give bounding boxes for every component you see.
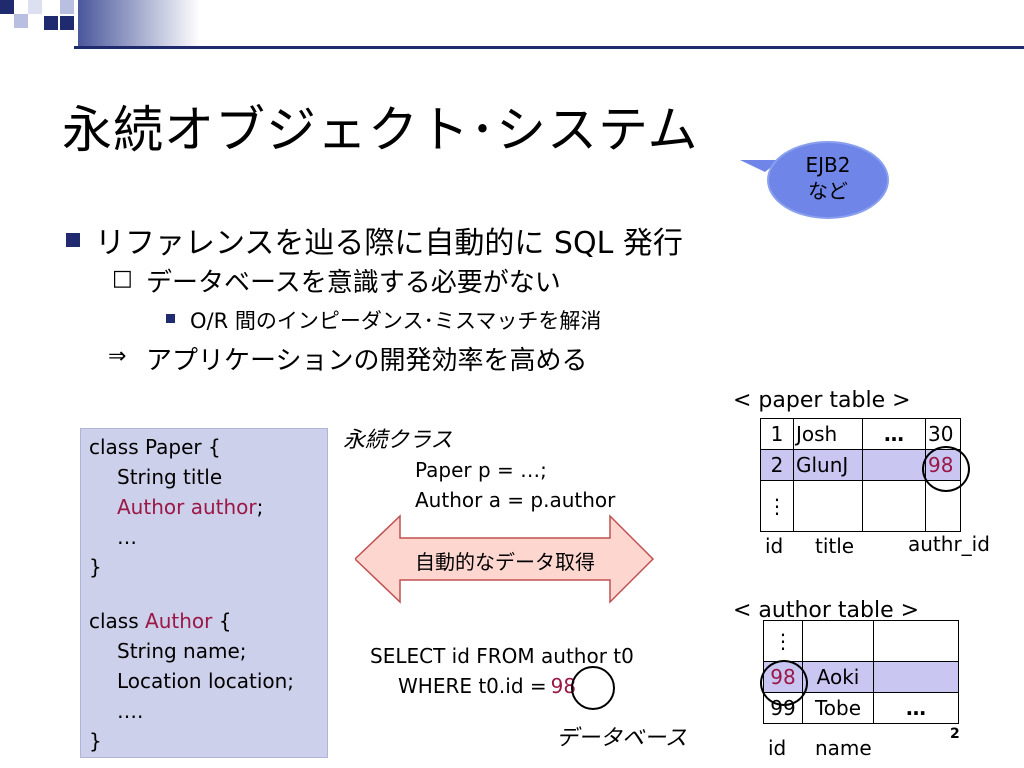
author-id-circle (760, 660, 808, 706)
paper-col-title: title (815, 534, 855, 558)
snippet-line2: Author a = p.author (415, 488, 616, 512)
sql-where: WHERE t0.id = (398, 674, 547, 698)
table-cell: 2 (760, 449, 794, 481)
double-arrow-shape (355, 514, 655, 604)
table-cell: GlunJ (793, 449, 863, 481)
corner-decoration (0, 0, 200, 50)
paper-table: 1 Josh … 30 2 GlunJ 98 ⋮ (760, 418, 961, 532)
table-cell: ⋮ (763, 620, 803, 662)
code-block: class Paper { String title Author author… (80, 428, 328, 758)
table-cell: Josh (793, 418, 863, 450)
code-line: … (117, 525, 137, 549)
table-cell (862, 449, 926, 481)
paper-col-author: authr_id (908, 532, 990, 556)
implies-arrow-icon: ⇒ (108, 344, 127, 369)
arrow-label: 自動的なデータ取得 (415, 550, 595, 574)
code-line: String name; (117, 639, 247, 663)
code-semicolon: ; (256, 495, 264, 519)
page-number: 2 (950, 726, 960, 742)
table-cell: Aoki (802, 661, 874, 693)
table-cell: … (862, 418, 926, 450)
sql-line1: SELECT id FROM author t0 (370, 644, 634, 668)
bullet-square-icon (66, 233, 80, 247)
bullet-level1: リファレンスを辿る際に自動的に SQL 発行 (95, 226, 683, 261)
table-cell (873, 661, 959, 693)
table-cell (793, 480, 863, 532)
sql-line2: WHERE t0.id =98 (398, 674, 576, 698)
table-cell: … (873, 692, 959, 724)
code-highlight: Author (145, 609, 213, 633)
database-label: データベース (556, 726, 687, 751)
author-col-name: name (815, 736, 872, 760)
title-underline (74, 46, 1024, 49)
code-line: class Paper { (89, 435, 221, 459)
code-line: class Author { (89, 609, 231, 633)
table-cell (873, 620, 959, 662)
table-row: ⋮ (760, 480, 961, 532)
snippet-line1: Paper p = …; (415, 458, 547, 482)
table-cell (862, 480, 926, 532)
sql-value-circle (571, 666, 615, 710)
callout-bubble (740, 141, 889, 219)
code-keyword: class (89, 609, 146, 633)
callout-line2: など (808, 179, 848, 203)
code-line: Author author; (117, 495, 263, 519)
table-row: 1 Josh … 30 (760, 418, 961, 450)
code-line: Location location; (117, 669, 295, 693)
persistent-class-label: 永続クラス (343, 428, 453, 453)
author-table-caption: < author table > (733, 598, 920, 623)
table-cell: Tobe (802, 692, 874, 724)
bullet-level2-b: アプリケーションの開発効率を高める (146, 346, 588, 376)
paper-author-circle (922, 446, 970, 492)
paper-col-id: id (765, 534, 784, 558)
callout-line1: EJB2 (805, 153, 851, 177)
callout-text: EJB2 など (790, 152, 866, 204)
code-line: …. (117, 699, 144, 723)
hollow-square-icon: □ (112, 266, 133, 291)
small-square-icon (166, 314, 175, 323)
code-line: } (89, 555, 102, 579)
table-row: ⋮ (763, 620, 959, 662)
bullet-level3: O/R 間のインピーダンス･ミスマッチを解消 (190, 309, 602, 333)
code-highlight: Author author (117, 495, 257, 519)
page-title: 永続オブジェクト･システム (62, 101, 699, 159)
code-line: String title (117, 465, 223, 489)
bullet-level2-a: データベースを意識する必要がない (146, 268, 561, 298)
table-cell: 30 (925, 418, 961, 450)
code-line: } (89, 729, 102, 753)
table-cell (802, 620, 874, 662)
author-col-id: id (768, 736, 787, 760)
paper-table-caption: < paper table > (733, 388, 911, 413)
table-cell: 1 (760, 418, 794, 450)
code-brace: { (212, 609, 232, 633)
table-cell: ⋮ (760, 480, 794, 532)
